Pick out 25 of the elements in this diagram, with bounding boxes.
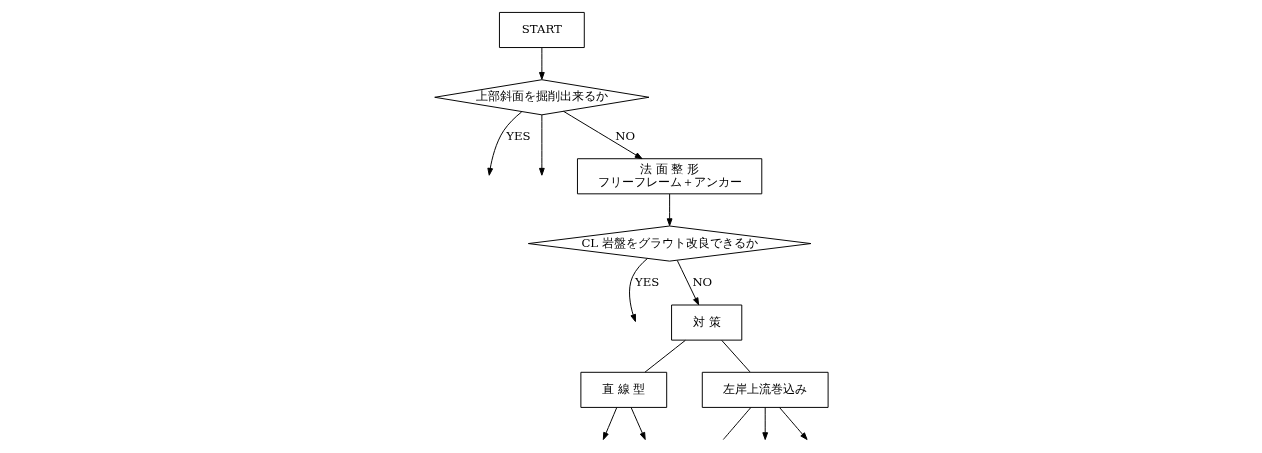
arrow (630, 407, 646, 441)
node-box: 左岸上流巻込み (701, 371, 829, 408)
connector (720, 339, 750, 373)
arrow (562, 110, 642, 160)
arrow (666, 193, 672, 227)
node-box: 法 面 整 形 フリーフレーム＋アンカー (576, 158, 762, 195)
connector (644, 339, 686, 373)
edge-label: NO (614, 128, 635, 143)
node-box: 対 策 (670, 304, 742, 341)
node-diamond: 上部斜面を掘削出来るか (433, 79, 649, 116)
arrow (676, 260, 699, 306)
node-diamond: CL 岩盤をグラウト改良できるか (527, 225, 811, 262)
arrow (486, 111, 522, 176)
arrow (778, 407, 808, 441)
edge-label: NO (691, 275, 712, 290)
arrow (602, 407, 617, 441)
arrow (538, 47, 545, 80)
edge-label: YES (505, 128, 531, 143)
edge-label: YES (634, 275, 659, 290)
node-box: 直 線 型 (579, 371, 667, 408)
node-box: START (498, 11, 585, 49)
arrow (761, 407, 768, 441)
connector (722, 407, 751, 441)
arrow (538, 114, 545, 176)
arrow (628, 257, 648, 322)
